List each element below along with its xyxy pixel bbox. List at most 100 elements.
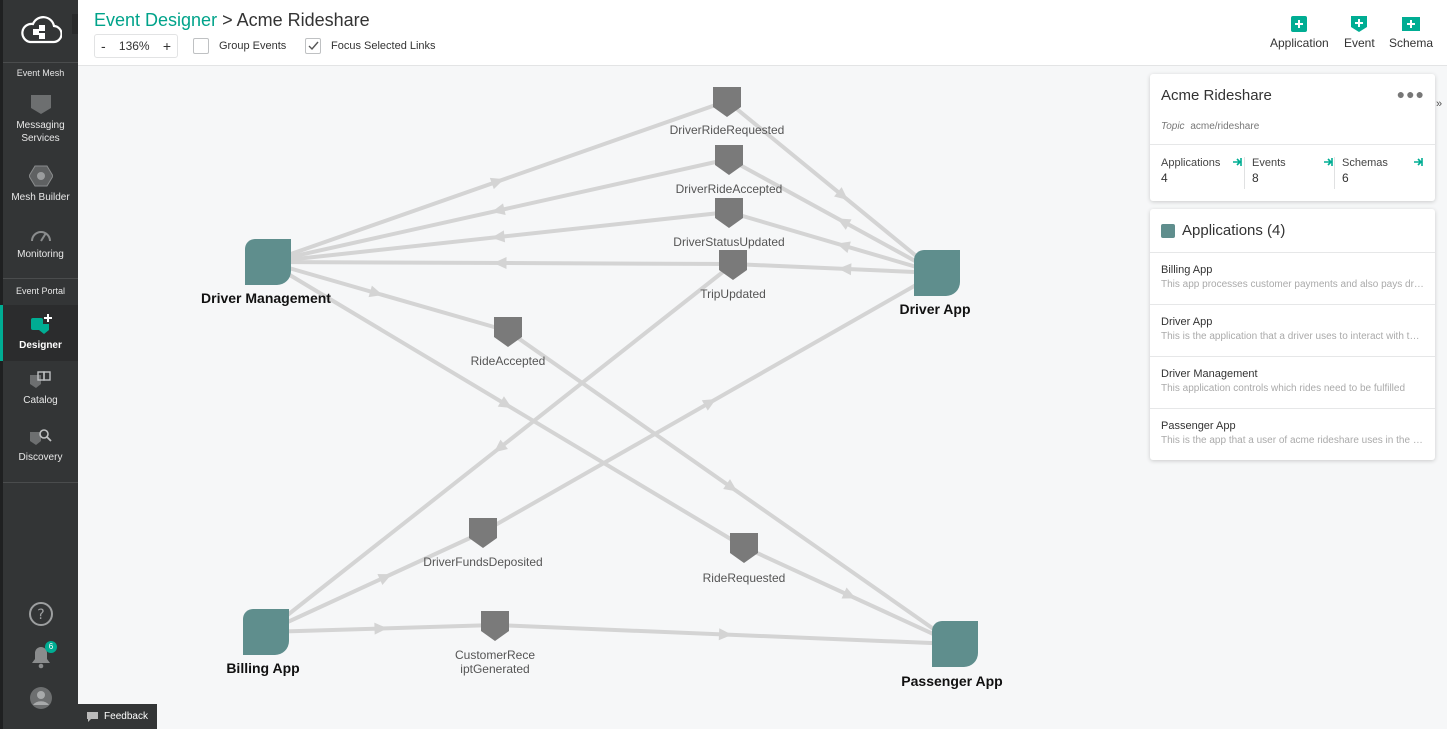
event-node[interactable]: [719, 250, 747, 280]
more-options-icon[interactable]: ●●●: [1396, 86, 1425, 102]
application-list-item[interactable]: Passenger App This is the app that a use…: [1150, 408, 1435, 460]
applications-panel: Applications (4) Billing App This app pr…: [1150, 209, 1435, 460]
event-node[interactable]: [481, 611, 509, 641]
double-chevron-right-icon: »: [1436, 98, 1443, 110]
nav-monitoring[interactable]: Monitoring: [3, 224, 78, 268]
application-node-label[interactable]: Driver Management: [201, 290, 331, 306]
zoom-out-button[interactable]: -: [101, 38, 106, 54]
mesh-builder-icon: [28, 165, 53, 187]
application-list-item[interactable]: Driver Management This application contr…: [1150, 356, 1435, 408]
applications-panel-header: Applications (4): [1161, 222, 1285, 239]
link-direction-arrow: [374, 622, 388, 635]
add-event-label: Event: [1344, 36, 1375, 50]
focus-links-checkbox-row[interactable]: Focus Selected Links: [305, 38, 436, 54]
link-direction-arrow: [837, 218, 852, 230]
designer-icon: [30, 314, 52, 334]
link-direction-arrow: [489, 177, 505, 190]
event-node-label[interactable]: DriverRideRequested: [669, 123, 785, 137]
group-events-checkbox-row[interactable]: Group Events: [193, 38, 286, 54]
topic-label: Topic: [1161, 121, 1185, 132]
breadcrumb-separator: >: [222, 10, 233, 30]
stat-schemas: Schemas 6: [1342, 157, 1426, 185]
event-node-label[interactable]: DriverStatusUpdated: [673, 235, 785, 249]
avatar-icon: [29, 687, 52, 709]
nav-mesh-builder[interactable]: Mesh Builder: [3, 165, 78, 209]
go-to-icon[interactable]: [1233, 157, 1243, 167]
add-application-button[interactable]: Application: [1270, 16, 1329, 50]
chat-bubble-icon: [87, 711, 99, 722]
event-link[interactable]: [265, 530, 484, 634]
application-node[interactable]: [914, 250, 960, 296]
focus-links-checkbox[interactable]: [305, 38, 321, 54]
go-to-icon[interactable]: [1324, 157, 1334, 167]
event-link[interactable]: [728, 210, 938, 275]
nav-designer[interactable]: Designer: [0, 305, 78, 361]
feedback-button[interactable]: Feedback: [78, 704, 157, 729]
event-link[interactable]: [728, 157, 938, 275]
nav-designer-label: Designer: [19, 340, 62, 351]
application-node-label[interactable]: Driver App: [899, 301, 971, 317]
group-events-checkbox[interactable]: [193, 38, 209, 54]
focus-links-label: Focus Selected Links: [331, 40, 436, 52]
svg-text:?: ?: [37, 607, 44, 623]
application-name: Passenger App: [1161, 420, 1236, 432]
event-node-label[interactable]: RideAccepted: [470, 354, 546, 368]
notifications-button[interactable]: 6: [3, 641, 78, 669]
zoom-in-button[interactable]: +: [162, 38, 171, 54]
go-to-icon[interactable]: [1414, 157, 1424, 167]
application-node[interactable]: [243, 609, 289, 655]
monitoring-gauge-icon: [30, 231, 51, 242]
application-node-label[interactable]: Billing App: [226, 660, 300, 676]
stat-events-label: Events: [1252, 157, 1286, 169]
event-node-label[interactable]: DriverRideAccepted: [675, 182, 783, 196]
link-direction-arrow: [841, 587, 856, 599]
design-summary-panel: Acme Rideshare ●●● Topic acme/rideshare …: [1150, 74, 1435, 201]
nav-catalog[interactable]: Catalog: [3, 370, 78, 414]
nav-discovery-label: Discovery: [18, 452, 63, 463]
panel-expand-toggle[interactable]: »: [1436, 98, 1442, 110]
link-direction-arrow: [834, 187, 848, 201]
event-link[interactable]: [732, 262, 938, 275]
event-node[interactable]: [494, 317, 522, 347]
event-node[interactable]: [715, 145, 743, 175]
application-description: This is the application that a driver us…: [1161, 331, 1424, 342]
event-portal-section-label: Event Portal: [15, 286, 66, 296]
event-node[interactable]: [469, 518, 497, 548]
application-list-item[interactable]: Billing App This app processes customer …: [1150, 252, 1435, 304]
event-link[interactable]: [725, 99, 939, 275]
event-node-label[interactable]: RideRequested: [702, 571, 786, 585]
link-direction-arrow: [497, 396, 513, 409]
application-description: This app processes customer payments and…: [1161, 279, 1424, 290]
event-node[interactable]: [713, 87, 741, 117]
application-node[interactable]: [245, 239, 291, 285]
zoom-control: - 136% +: [94, 34, 178, 58]
link-direction-arrow: [494, 439, 508, 453]
solace-cloud-logo[interactable]: [3, 0, 78, 62]
add-event-button[interactable]: Event: [1344, 16, 1375, 50]
event-node-label[interactable]: DriverFundsDeposited: [423, 555, 543, 569]
nav-discovery[interactable]: Discovery: [3, 427, 78, 471]
user-avatar-button[interactable]: [3, 686, 78, 710]
add-schema-button[interactable]: Schema: [1389, 16, 1433, 50]
application-icon: [1161, 223, 1175, 238]
topic-value: acme/rideshare: [1190, 121, 1260, 132]
help-button[interactable]: ?: [3, 601, 78, 627]
divider: [1334, 157, 1335, 189]
divider: [3, 278, 78, 279]
application-node[interactable]: [932, 621, 978, 667]
application-node-label[interactable]: Passenger App: [901, 673, 1003, 689]
nav-messaging-services[interactable]: Messaging Services: [3, 93, 78, 151]
link-direction-arrow: [377, 574, 392, 585]
application-list-item[interactable]: Driver App This is the application that …: [1150, 304, 1435, 356]
breadcrumb-event-designer-link[interactable]: Event Designer: [94, 10, 218, 30]
feedback-label: Feedback: [104, 711, 148, 722]
event-link[interactable]: [267, 260, 509, 333]
event-node[interactable]: [730, 533, 758, 563]
event-node[interactable]: [715, 198, 743, 228]
event-graph[interactable]: [78, 66, 1447, 729]
link-direction-arrow: [701, 399, 717, 411]
divider: [1244, 157, 1245, 189]
event-node-label[interactable]: TripUpdated: [700, 287, 766, 301]
